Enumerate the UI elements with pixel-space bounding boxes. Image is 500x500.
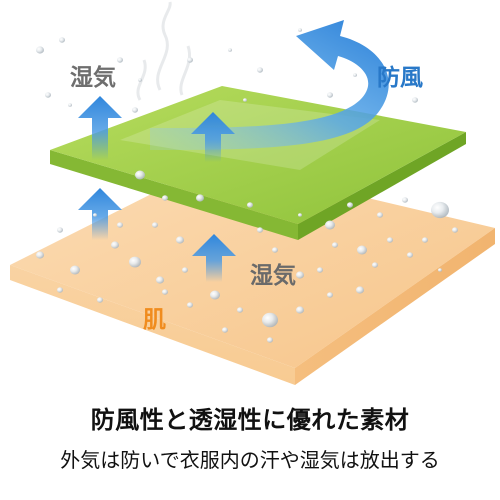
water-droplet — [132, 107, 138, 113]
water-droplet — [210, 290, 220, 300]
water-droplet — [111, 241, 119, 249]
water-droplet — [187, 57, 193, 63]
water-droplet — [162, 195, 168, 201]
water-droplet — [176, 236, 184, 244]
water-droplet — [407, 252, 413, 258]
water-droplet — [296, 306, 304, 314]
moisture-arrow-upper-left — [78, 96, 122, 160]
water-droplet — [45, 92, 51, 98]
moisture-arrows — [78, 96, 236, 282]
water-droplet — [68, 103, 72, 107]
water-droplet — [377, 212, 383, 218]
water-droplet — [36, 46, 44, 54]
membrane-layer-side — [298, 132, 466, 240]
water-droplet — [356, 286, 364, 294]
water-droplet — [267, 337, 273, 343]
water-droplet — [325, 220, 335, 230]
water-droplet — [438, 268, 442, 272]
water-droplets — [36, 28, 458, 343]
wind-arrow — [150, 20, 389, 150]
membrane-layer-front — [50, 150, 298, 240]
water-droplet — [317, 267, 323, 273]
water-droplet — [412, 97, 418, 103]
water-droplet — [357, 245, 367, 255]
water-droplet — [36, 251, 44, 259]
water-droplet — [272, 247, 278, 253]
water-droplet — [243, 98, 247, 102]
caption-title: 防風性と透湿性に優れた素材 — [90, 406, 410, 434]
water-droplet — [327, 292, 333, 298]
moisture-label-middle: 湿気 — [250, 263, 296, 289]
skin-layer-top — [10, 162, 495, 368]
water-droplet — [298, 28, 302, 32]
water-droplet — [237, 307, 243, 313]
water-droplet — [156, 276, 164, 284]
water-droplet — [422, 237, 428, 243]
water-droplet — [187, 302, 193, 308]
caption-subtitle: 外気は防いで衣服内の汗や湿気は放出する — [60, 448, 440, 472]
water-droplet — [247, 202, 253, 208]
water-droplet — [152, 222, 158, 228]
water-droplet — [257, 227, 263, 233]
water-droplet — [117, 57, 123, 63]
water-droplet — [452, 227, 458, 233]
water-droplet — [262, 312, 278, 328]
water-droplet — [347, 202, 353, 208]
water-droplet — [257, 67, 263, 73]
water-droplet — [402, 197, 408, 203]
water-droplet — [129, 256, 141, 268]
water-droplet — [228, 48, 232, 52]
skin-layer-side — [295, 228, 495, 385]
water-droplet — [327, 92, 333, 98]
water-droplet — [387, 237, 393, 243]
water-droplet — [431, 201, 449, 219]
water-droplet — [298, 213, 302, 217]
skin-layer — [10, 162, 495, 385]
water-droplet — [117, 222, 123, 228]
water-droplet — [222, 327, 228, 333]
moisture-arrow-lower-left — [78, 188, 122, 240]
water-droplet — [57, 227, 63, 233]
water-droplet — [162, 289, 168, 295]
water-droplet — [296, 271, 304, 279]
water-droplet — [70, 265, 80, 275]
water-droplet — [182, 267, 188, 273]
moisture-arrow-lower-right — [192, 234, 236, 282]
water-droplet — [135, 170, 145, 180]
moisture-label-top: 湿気 — [70, 65, 116, 91]
steam-wisps — [136, 1, 192, 101]
water-droplet — [59, 37, 65, 43]
skin-layer-front — [10, 265, 295, 385]
water-droplet — [332, 242, 338, 248]
water-droplet — [196, 194, 204, 202]
moisture-arrow-upper-right — [191, 112, 235, 162]
water-droplet — [93, 213, 97, 217]
water-droplet — [372, 262, 378, 268]
water-droplet — [138, 78, 142, 82]
water-droplet — [353, 73, 357, 77]
water-droplet — [57, 287, 63, 293]
water-droplet — [97, 297, 103, 303]
skin-label: 肌 — [143, 307, 166, 333]
wind-label: 防風 — [377, 65, 423, 91]
